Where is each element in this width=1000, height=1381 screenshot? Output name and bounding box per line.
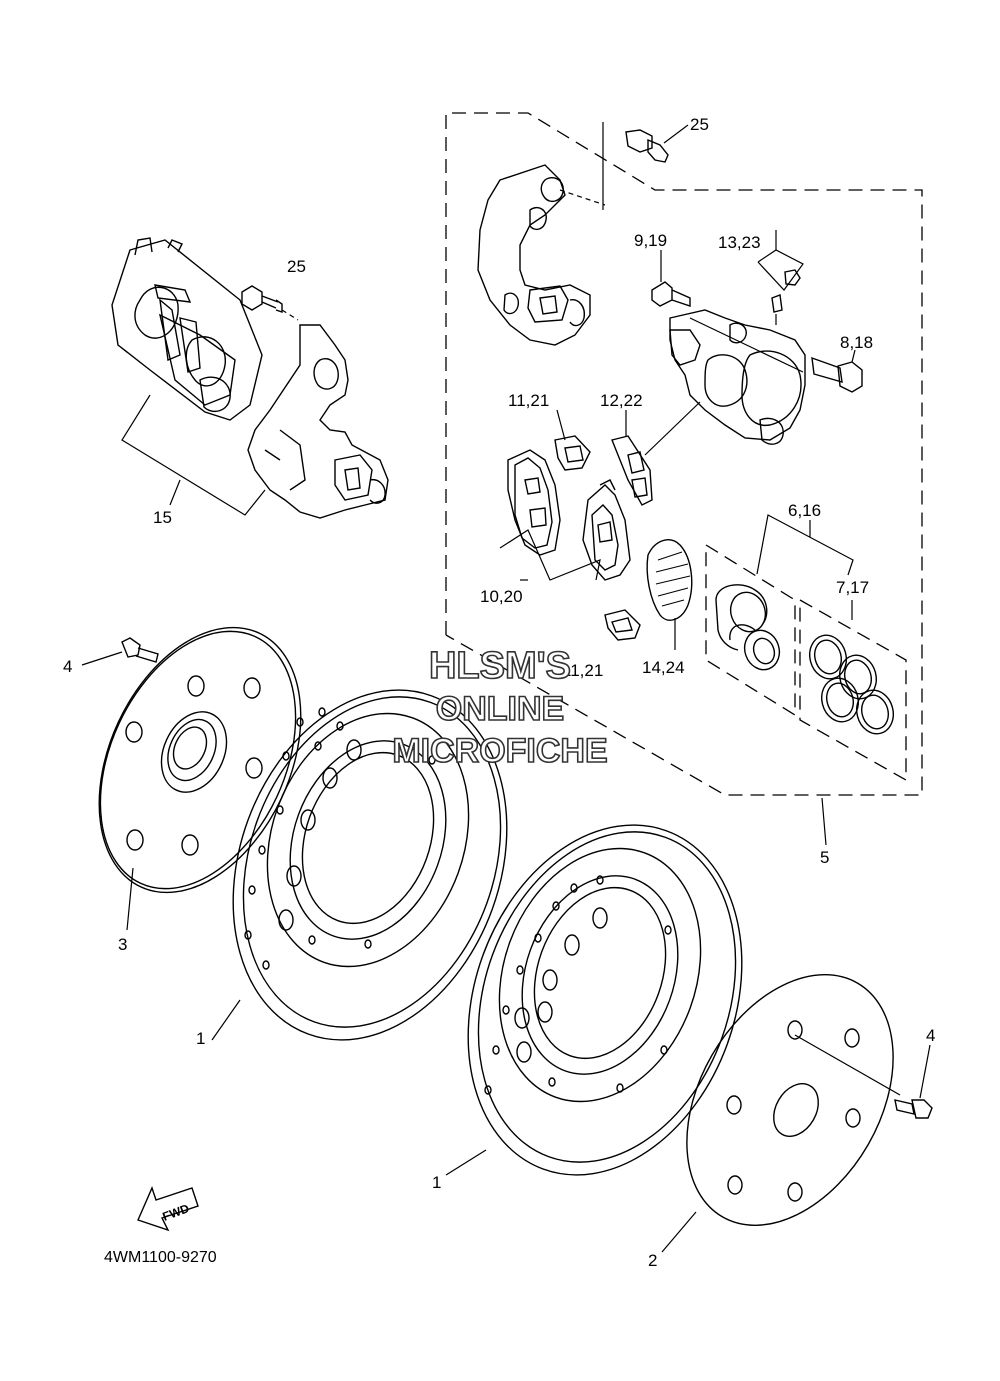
label-14-24: 14,24 xyxy=(642,658,685,677)
bolt-4-right xyxy=(894,1044,933,1119)
brake-disc-right xyxy=(445,824,743,1176)
brake-pads-group xyxy=(499,401,701,650)
label-9-19: 9,19 xyxy=(634,231,667,250)
bolt-25-right xyxy=(625,124,689,163)
label-2: 2 xyxy=(648,1251,657,1270)
hub-plate-right xyxy=(661,974,901,1253)
label-15: 15 xyxy=(153,508,172,527)
label-10-20: 10,20 xyxy=(480,587,523,606)
label-1-left: 1 xyxy=(196,1029,205,1048)
fwd-arrow-icon: FWD xyxy=(137,1186,199,1232)
diagram-code: 4WM1100-9270 xyxy=(104,1249,217,1266)
watermark-line-1: HLSM'S xyxy=(429,645,571,687)
watermark: HLSM'S ONLINE MICROFICHE xyxy=(392,644,609,771)
label-25-right: 25 xyxy=(690,115,709,134)
label-12-22: 12,22 xyxy=(600,391,643,410)
label-25-left: 25 xyxy=(287,257,306,276)
label-11-21-upper: 11,21 xyxy=(508,391,549,410)
caliper-bracket-right xyxy=(477,122,606,346)
piston-seal-kit xyxy=(705,514,907,846)
label-1-right: 1 xyxy=(432,1173,441,1192)
label-4-right: 4 xyxy=(926,1026,935,1045)
label-3: 3 xyxy=(118,935,127,954)
caliper-assembly-left xyxy=(111,237,389,519)
brake-disc-left xyxy=(211,689,508,1041)
watermark-line-3: MICROFICHE xyxy=(392,732,607,770)
label-6-16: 6,16 xyxy=(788,501,821,520)
label-4-left: 4 xyxy=(63,657,72,676)
hub-plate-left xyxy=(98,626,302,931)
label-7-17: 7,17 xyxy=(836,578,869,597)
label-13-23: 13,23 xyxy=(718,233,761,252)
label-5: 5 xyxy=(820,848,829,867)
label-8-18: 8,18 xyxy=(840,333,873,352)
bolt-4-left xyxy=(81,637,159,666)
label-11-21-lower: 11,21 xyxy=(562,661,603,680)
caliper-kit-boundary xyxy=(445,112,923,796)
watermark-line-2: ONLINE xyxy=(436,690,564,728)
caliper-body-right xyxy=(651,230,863,445)
fwd-label: FWD xyxy=(161,1201,192,1224)
